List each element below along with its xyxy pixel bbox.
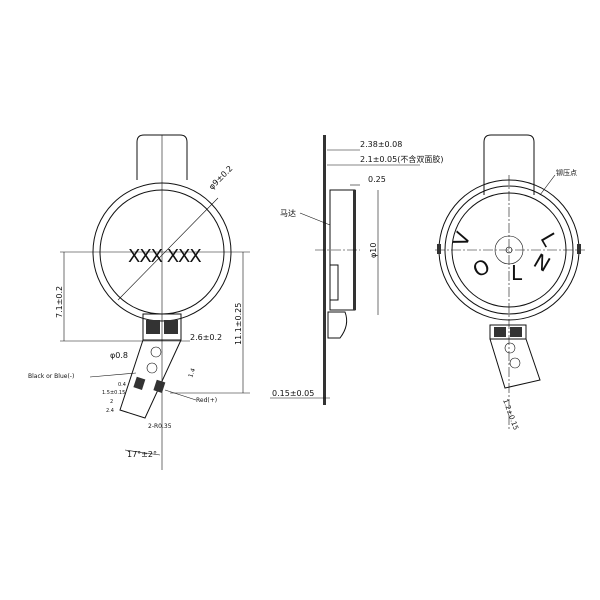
label-negative-wire: Black or Blue(-) [28,373,74,380]
dim-thickness: 2.38±0.08 [360,140,402,149]
dim-body-thickness: 2.1±0.05(不含双面胶) [360,154,443,164]
front-marking: XXX XXX [128,246,201,267]
dim-diameter: φ9±0.2 [207,164,234,191]
label-rivet-point: 铆压点 [556,168,577,177]
label-positive-wire: Red(+) [196,397,217,404]
dim-side-diameter: φ10 [369,243,378,258]
dim-pad-1: 1.5±0.15 [102,390,125,396]
dim-pad-0: 0.4 [118,382,126,388]
dim-angle: 17°±2° [127,450,157,459]
dim-gap: 0.25 [368,175,386,184]
dim-fpc-thickness: 0.15±0.05 [272,389,314,398]
dim-tab-width: 2.6±0.2 [190,333,222,342]
dim-height: 7.1±0.2 [55,286,64,318]
dim-total-height: 11.1±0.25 [234,303,243,345]
dim-hole: φ0.8 [110,351,128,360]
side-view: 2.38±0.08 2.1±0.05(不含双面胶) 0.25 马达 φ10 0.… [270,135,443,405]
back-tab [483,134,535,195]
dim-back-pad: 1.2±0.15 [501,398,520,431]
letter-n: N [530,249,555,277]
dim-pad-3: 2.4 [106,408,114,414]
dim-pad-2: 2 [110,399,113,405]
front-view: XXX XXX φ9±0.2 7.1±0.2 11.1±0.25 2.6±0.2… [28,134,250,470]
back-view: L N L O V 铆压点 1.2±0.15 [435,134,585,431]
dim-hole-pitch: 1.4 [187,367,197,379]
label-motor: 马达 [280,208,296,218]
dim-radius: 2-R0.35 [148,423,172,430]
letter-l1: L [536,229,563,251]
letter-l2: L [511,261,523,285]
letter-o: O [469,254,495,283]
